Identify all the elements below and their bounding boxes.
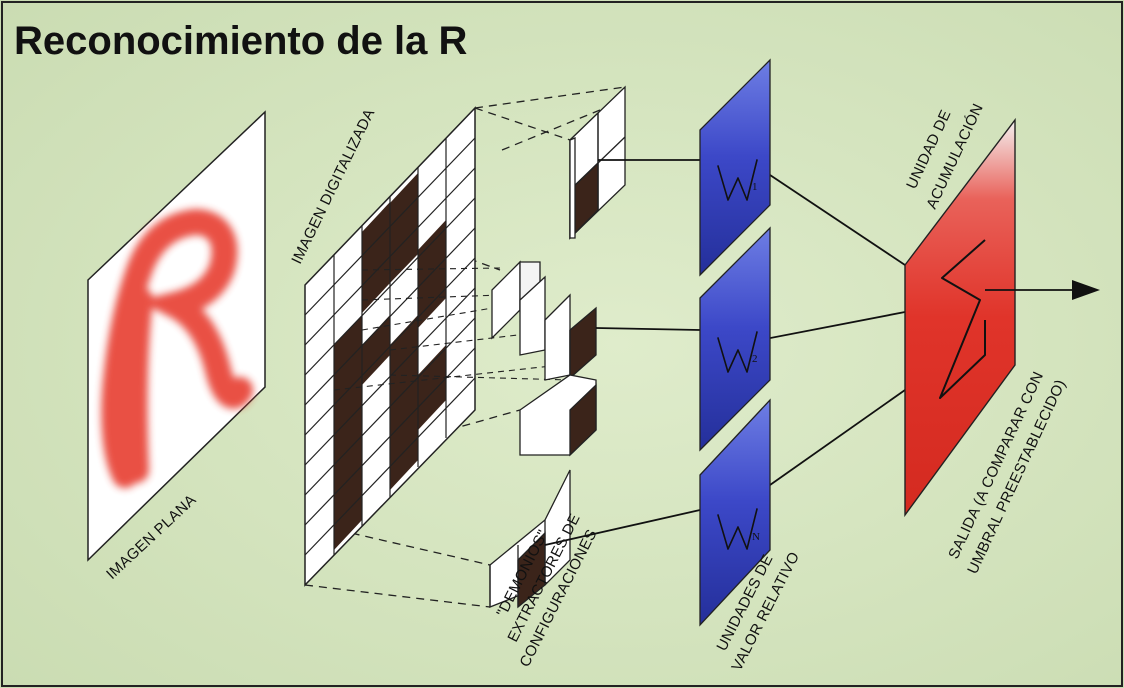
wn-unit: N	[699, 398, 771, 627]
relative-value-units: 1 2 N UNIDADES DE VALOR RELATIVO	[699, 58, 803, 674]
extractor-1	[569, 85, 626, 240]
w1-subscript: 1	[752, 181, 758, 193]
extractor-4	[489, 469, 571, 609]
w1-unit: 1	[699, 58, 771, 277]
extractor-3	[519, 374, 597, 457]
sigma-icon	[939, 239, 986, 399]
w2-unit: 2	[699, 226, 771, 452]
blurred-r-glyph	[101, 208, 253, 488]
w2-subscript: 2	[752, 353, 758, 365]
wn-subscript: N	[752, 531, 760, 543]
digitized-grid: IMAGEN DIGITALIZADA	[288, 86, 626, 608]
output-arrow	[985, 280, 1100, 300]
extractor-2	[491, 260, 597, 381]
connection-lines	[544, 159, 906, 546]
diagram-title: Reconocimiento de la R	[14, 19, 468, 63]
